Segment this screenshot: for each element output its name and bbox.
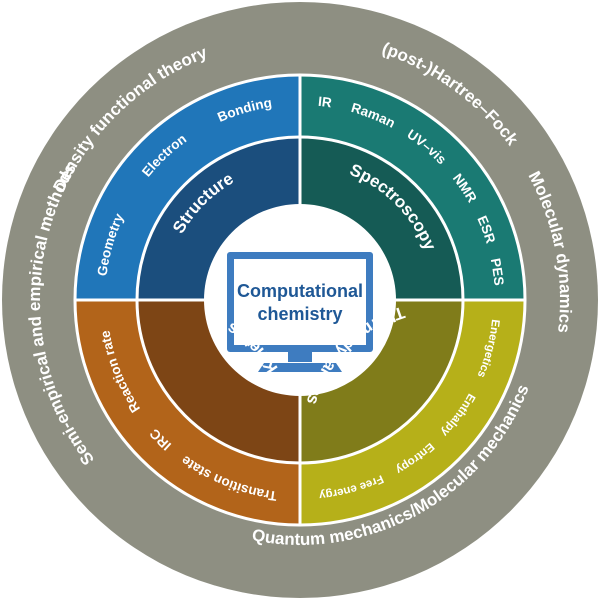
spectroscopy-item-ir: IR [317,94,333,111]
spectroscopy-item-pes: PES [488,257,507,286]
center-title-line2: chemistry [257,304,342,324]
monitor-icon [227,252,373,372]
inner-ring-border [135,135,465,465]
middle-ring-border [73,73,527,527]
center-title-line1: Computational [237,281,363,301]
